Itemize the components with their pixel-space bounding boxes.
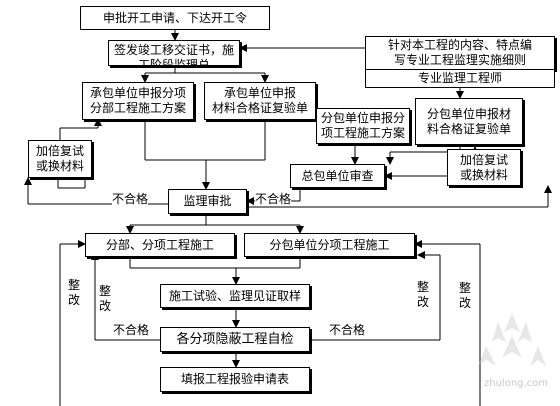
material-box: 承包单位申报 材料合格证复验单	[204, 82, 316, 120]
report-box: 填报工程报验申请表	[160, 367, 310, 392]
recheck-right-box: 加倍复试 或换材料	[447, 149, 521, 186]
rules-box: 针对本工程的内容、特点编 写专业工程监理实施细则	[365, 36, 555, 70]
self-check-label: 各分项隐蔽工程自检	[176, 332, 294, 347]
plan-box: 承包单位申报分项 分部工程施工方案	[82, 82, 194, 120]
report-label: 填报工程报验申请表	[180, 372, 289, 386]
sub-construction-label: 分包单位分项工程施工	[269, 237, 390, 252]
sub-plan-box: 分包单位申报分 项工程施工方案	[316, 108, 410, 144]
rectify-label-4: 整 改	[458, 281, 471, 310]
plan-label: 承包单位申报分项 分部工程施工方案	[89, 86, 186, 115]
general-review-box: 总包单位审查	[290, 164, 385, 188]
fail-label-right-bottom: 不合格	[329, 323, 366, 337]
start-box: 申批开工申请、下达开工令	[80, 6, 270, 30]
handover-box: 签发竣工移交证书，施工阶段监理总	[108, 40, 240, 66]
test-box: 施工试验、监理见证取样	[160, 284, 310, 308]
rules-label: 针对本工程的内容、特点编 写专业工程监理实施细则	[387, 38, 532, 67]
watermark-logo	[478, 314, 546, 366]
sub-material-box: 分包单位申报材 料合格证复验单	[415, 98, 523, 145]
rectify-label-2: 整 改	[98, 284, 111, 313]
watermark-text: zhulong.com	[484, 378, 549, 389]
test-label: 施工试验、监理见证取样	[168, 288, 301, 303]
rectify-label-1: 整 改	[67, 278, 80, 307]
supervisor-review-box: 监理审批	[168, 189, 247, 214]
recheck-left-box: 加倍复试 或换材料	[28, 140, 92, 178]
supervisor-review-label: 监理审批	[183, 194, 232, 208]
sub-construction-box: 分包单位分项工程施工	[244, 233, 415, 257]
fail-label-left-top: 不合格	[112, 192, 149, 206]
start-label: 申批开工申请、下达开工令	[102, 10, 247, 25]
engineer-label: 专业监理工程师	[417, 71, 502, 85]
self-check-box: 各分项隐蔽工程自检	[160, 327, 310, 352]
construction-box: 分部、分项工程施工	[85, 233, 235, 257]
construction-label: 分部、分项工程施工	[105, 237, 214, 252]
fail-label-left-bottom: 不合格	[113, 323, 150, 337]
material-label: 承包单位申报 材料合格证复验单	[211, 86, 308, 115]
recheck-left-label: 加倍复试 或换材料	[35, 144, 84, 173]
sub-material-label: 分包单位申报材 料合格证复验单	[426, 106, 511, 136]
engineer-box: 专业监理工程师	[365, 70, 555, 88]
fail-label-right-top: 不合格	[255, 192, 292, 206]
handover-label: 签发竣工移交证书，施工阶段监理总	[113, 43, 234, 66]
rectify-label-3: 整 改	[416, 280, 429, 309]
recheck-right-label: 加倍复试 或换材料	[459, 152, 508, 182]
sub-plan-label: 分包单位申报分 项工程施工方案	[320, 111, 405, 140]
general-review-label: 总包单位审查	[301, 168, 374, 183]
